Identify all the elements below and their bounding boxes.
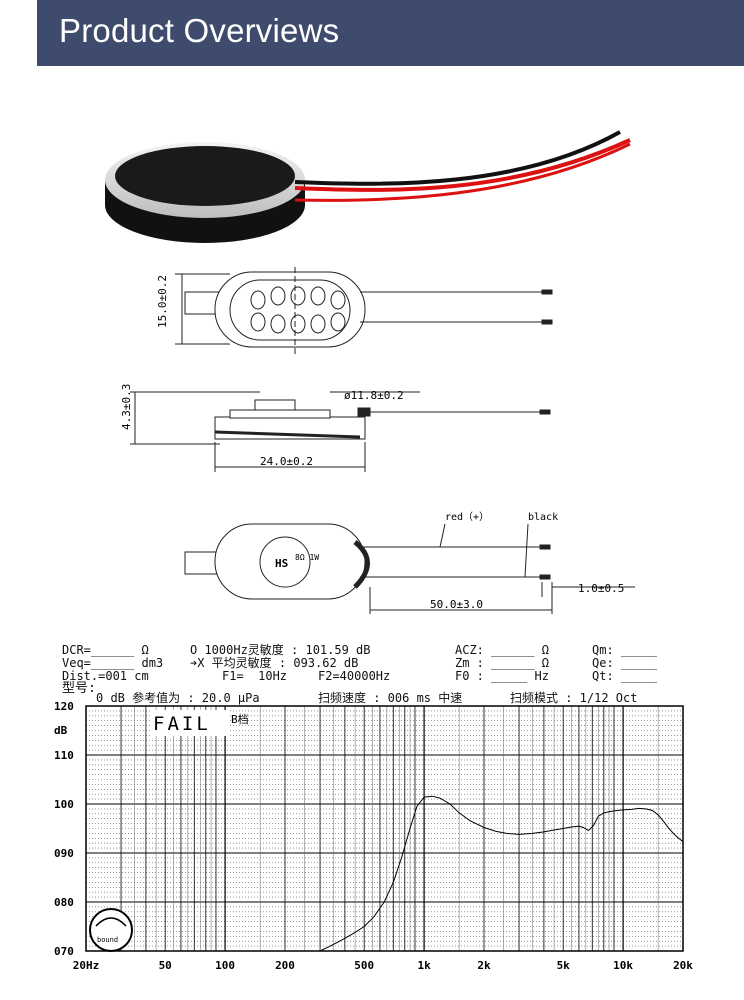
x-tick-label: 500 [354,959,374,972]
dim-thickness: 4.3±0.3 [120,384,133,430]
bound-stamp: bound [89,908,133,952]
technical-drawing: 15.0±0.2 4.3±0.3 ø11.8±0.2 24.0±0.2 HS 8… [120,267,635,614]
x-tick-label: 1k [417,959,431,972]
fail-label: FAIL [153,713,211,735]
response-curve-line [319,795,684,952]
dim-height: 15.0±0.2 [156,275,169,328]
fail-suffix: B档 [231,712,249,726]
logo-text: HS [275,557,288,570]
veq-field: Veq=______ dm3 [62,656,164,670]
y-tick-label: 110 [54,749,74,762]
qe-field: Qe: _____ [592,656,658,670]
acz-field: ACZ: ______ Ω [455,643,549,657]
page-title: Product Overviews [59,12,340,49]
x-tick-label: 20k [673,959,693,972]
dim-strip: 1.0±0.5 [578,582,624,595]
frequency-response-chart: 120 110 100 090 080 070 20Hz 50 100 200 500 1k 2k 5k… [54,700,693,972]
x-tick-label: 200 [275,959,295,972]
model-field: 型号: [62,681,96,696]
x-tick-label: 5k [557,959,571,972]
title-banner: Product Overviews [37,0,744,66]
rating-text: 8Ω 1W [295,553,319,562]
frequency-response-report: DCR=______ Ω O 1000Hz灵敏度 : 101.59 dB ACZ… [0,640,744,1000]
sensitivity-field: O 1000Hz灵敏度 : 101.59 dB [190,643,371,657]
y-tick-label: 080 [54,896,74,909]
sweep-mode-field: 扫频模式 : 1/12 Oct [510,691,638,705]
qm-field: Qm: _____ [592,643,658,657]
fail-backing [150,710,230,736]
average-sensitivity-field: ➔X 平均灵敏度 : 093.62 dB [190,656,359,670]
f0-field: F0 : _____ Hz [455,669,549,683]
sweep-speed-field: 扫频速度 : 006 ms 中速 [318,691,463,705]
distance-field: Dist.=001 cm [62,669,149,683]
f2-field: F2=40000Hz [318,669,391,683]
dcr-field: DCR=______ Ω [62,643,149,657]
x-tick-label: 20Hz [73,959,100,972]
product-photo [105,130,631,243]
y-axis-label: dB [54,724,68,737]
y-tick-label: 090 [54,847,74,860]
y-tick-label: 070 [54,945,74,958]
zm-field: Zm : ______ Ω [455,656,549,670]
reference-field: 0 dB 参考值为 : 20.0 μPa [96,691,260,705]
qt-field: Qt: _____ [592,669,658,683]
f1-field: F1= 10Hz [222,669,288,683]
wire-red-label: red（+） [445,511,489,523]
wire-black-label: black [528,512,558,523]
x-tick-label: 50 [159,959,172,972]
x-tick-label: 2k [477,959,491,972]
x-tick-label: 10k [613,959,633,972]
plot-frame [85,705,684,952]
y-tick-label: 100 [54,798,74,811]
x-tick-label: 100 [215,959,235,972]
stamp-text: bound [97,936,118,944]
dim-diameter: ø11.8±0.2 [344,389,404,402]
y-tick-label: 120 [54,700,74,713]
dim-wire-length: 50.0±3.0 [430,598,483,611]
dim-length: 24.0±0.2 [260,455,313,468]
